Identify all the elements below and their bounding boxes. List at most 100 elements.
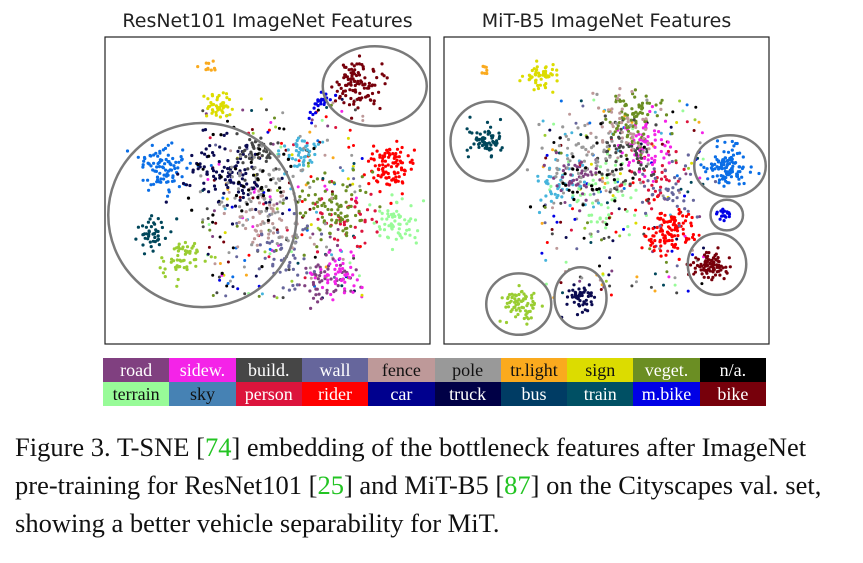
point-truck xyxy=(202,181,206,185)
point-person xyxy=(363,218,367,222)
point-sign xyxy=(518,79,522,83)
caption-ref-87[interactable]: 87 xyxy=(504,470,531,500)
point-train xyxy=(275,296,279,300)
point-sidew xyxy=(347,275,351,279)
point-terrain xyxy=(400,197,404,201)
point-wall xyxy=(305,271,309,275)
point-pole xyxy=(278,200,282,204)
point-na xyxy=(694,105,698,109)
point-veget xyxy=(625,113,630,117)
point-bike xyxy=(335,80,339,84)
point-rider xyxy=(385,176,389,180)
point-terrain xyxy=(390,193,394,197)
point-truck xyxy=(577,287,581,291)
point-pole xyxy=(566,157,570,161)
point-rider xyxy=(673,245,677,249)
point-sidew xyxy=(659,149,663,154)
point-sign xyxy=(218,115,222,119)
point-person xyxy=(676,179,680,183)
point-bus xyxy=(478,132,482,136)
point-rider xyxy=(394,155,398,159)
point-na xyxy=(196,163,200,167)
point-terrain xyxy=(591,201,595,205)
point-train xyxy=(193,241,197,246)
point-road xyxy=(336,228,340,231)
point-car xyxy=(226,282,230,285)
point-rider xyxy=(387,175,391,179)
point-car xyxy=(180,158,184,162)
point-bike xyxy=(360,63,364,67)
point-truck xyxy=(264,201,268,205)
point-pole xyxy=(293,241,297,245)
caption-ref-25[interactable]: 25 xyxy=(317,470,344,500)
point-sky xyxy=(560,195,564,199)
point-train xyxy=(290,279,294,283)
point-fence xyxy=(630,90,634,94)
point-build xyxy=(607,235,611,239)
highlight-ellipse xyxy=(107,121,298,309)
highlight-ellipse xyxy=(321,44,428,128)
point-na xyxy=(260,265,264,269)
point-sky xyxy=(544,258,548,262)
point-mbike xyxy=(722,214,726,218)
point-pole xyxy=(281,111,285,115)
point-pole xyxy=(595,164,599,168)
point-rider xyxy=(247,253,251,257)
point-road xyxy=(584,185,588,189)
point-terrain xyxy=(268,252,272,256)
point-veget xyxy=(257,294,261,298)
point-sky xyxy=(321,140,325,144)
caption-text-4: ] on the Cityscapes val. set, showing a … xyxy=(15,470,822,538)
point-bike xyxy=(724,270,728,274)
point-truck xyxy=(238,198,242,202)
point-road xyxy=(319,270,323,275)
point-bike xyxy=(357,62,361,66)
point-car xyxy=(157,165,162,169)
point-bus xyxy=(472,142,476,146)
point-bus xyxy=(491,139,495,144)
point-rider xyxy=(297,159,301,163)
point-truck xyxy=(280,176,284,180)
point-build xyxy=(675,291,679,295)
point-bus xyxy=(147,230,151,234)
point-car xyxy=(699,163,703,167)
point-bus xyxy=(689,180,693,184)
point-car xyxy=(732,144,736,148)
point-fence xyxy=(597,106,601,110)
point-person xyxy=(332,237,337,241)
point-car xyxy=(166,153,170,157)
point-wall xyxy=(642,184,647,188)
point-fence xyxy=(634,125,638,129)
point-veget xyxy=(323,204,327,208)
point-wall xyxy=(224,294,228,298)
point-car xyxy=(730,167,734,171)
point-wall xyxy=(288,260,292,265)
point-sidew xyxy=(666,140,670,144)
point-terrain xyxy=(407,228,411,232)
point-build xyxy=(206,217,210,220)
point-train xyxy=(191,244,195,248)
point-truck xyxy=(203,152,207,156)
point-wall xyxy=(665,197,670,202)
point-sidew xyxy=(338,267,342,271)
point-na xyxy=(211,220,215,224)
point-person xyxy=(659,177,664,181)
point-terrain xyxy=(385,217,389,221)
point-pole xyxy=(604,157,608,161)
point-fence xyxy=(244,210,248,214)
point-rider xyxy=(389,165,393,169)
point-bike xyxy=(701,268,706,272)
point-veget xyxy=(341,183,345,187)
point-car xyxy=(559,99,563,103)
point-fence xyxy=(361,114,365,118)
point-rider xyxy=(687,212,691,216)
point-car xyxy=(705,167,709,171)
point-fence xyxy=(237,220,241,225)
point-car xyxy=(622,187,626,190)
caption-ref-74[interactable]: 74 xyxy=(204,432,232,462)
point-bike xyxy=(366,93,370,98)
point-car xyxy=(142,159,146,163)
point-sign xyxy=(546,74,550,78)
point-build xyxy=(269,142,273,146)
